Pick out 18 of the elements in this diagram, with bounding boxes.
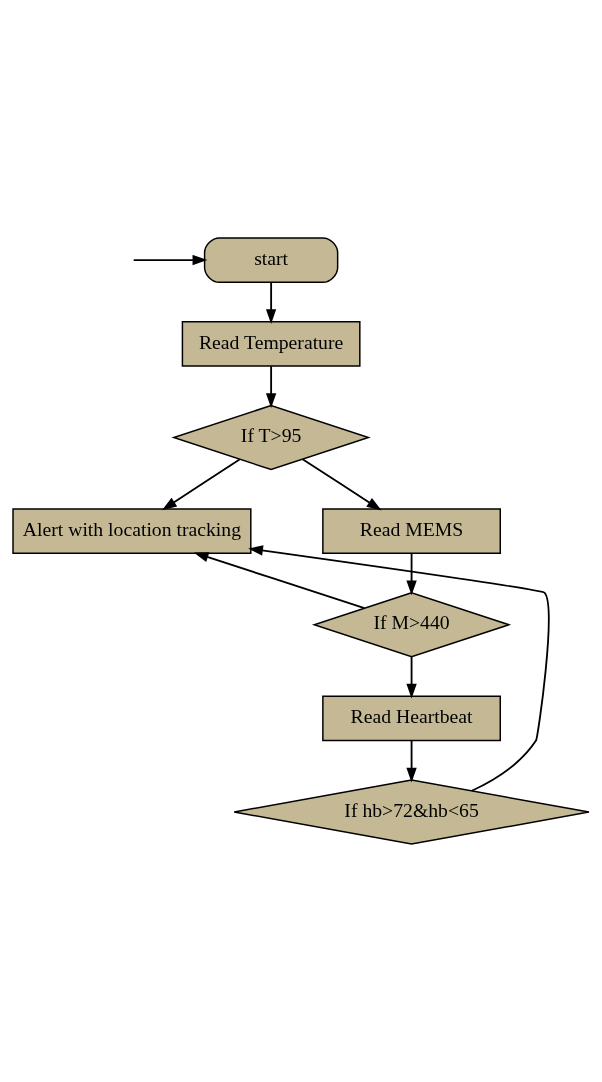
arrow (406, 552, 417, 596)
node-diamond: If M>440 (311, 591, 512, 658)
arrow (301, 458, 382, 511)
arrow (162, 458, 241, 511)
node-box: Alert with location tracking (12, 508, 252, 555)
node-box: Read MEMS (322, 508, 501, 555)
arrow (406, 655, 417, 699)
node-diamond: If hb>72&hb<65 (233, 779, 590, 845)
node-box: Read Heartbeat (322, 695, 501, 742)
arrow (193, 552, 366, 610)
node-box: Read Temperature (181, 320, 361, 367)
arrow (406, 739, 417, 783)
arrow (248, 545, 550, 792)
node-box: start (203, 237, 339, 283)
arrow (265, 365, 277, 409)
arrow (132, 254, 208, 266)
node-diamond: If T>95 (171, 404, 371, 471)
arrow (265, 281, 277, 324)
